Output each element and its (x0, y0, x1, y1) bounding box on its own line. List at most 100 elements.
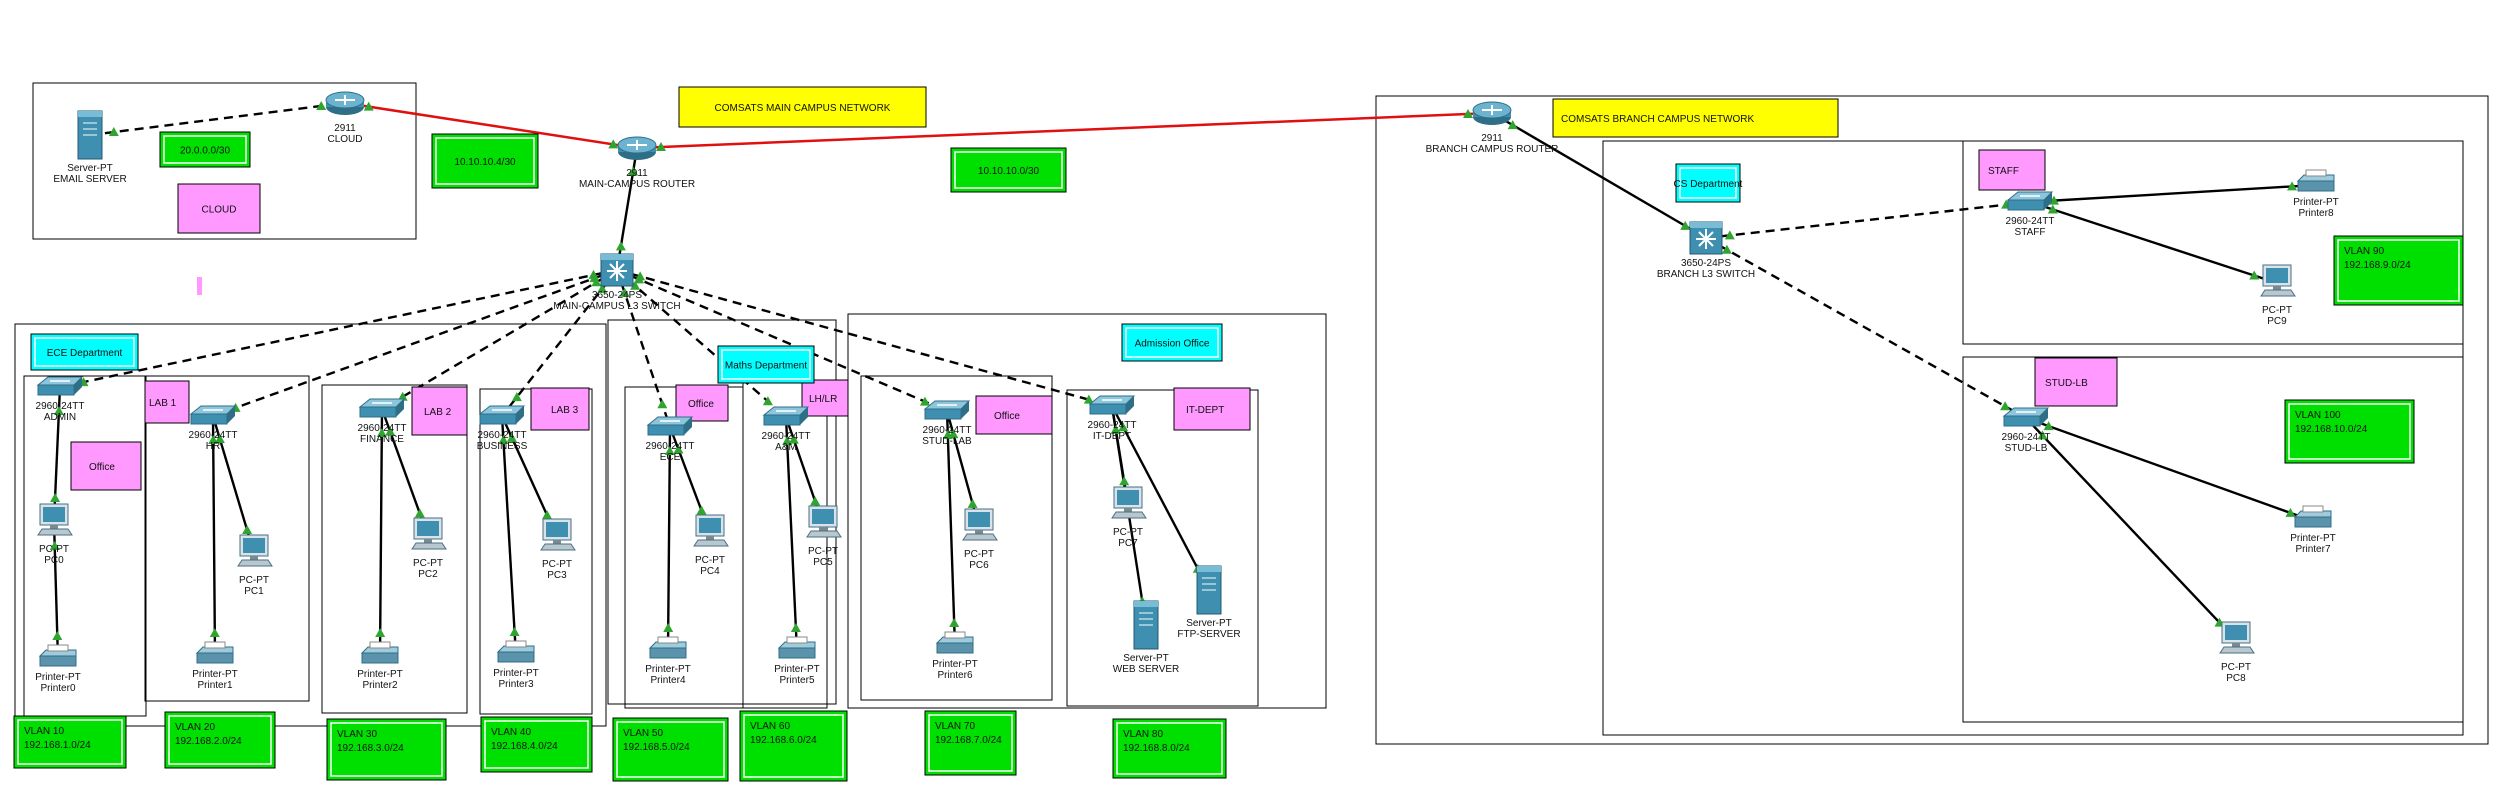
network-note-branch[interactable]: 10.10.10.0/30 (950, 147, 1067, 193)
admission-office-area[interactable] (847, 313, 1327, 709)
link-branch_router-branch_l3[interactable] (1491, 111, 1707, 240)
link-main_l3-sw_admin[interactable] (59, 268, 618, 389)
link-sw_itdept-ftp_server[interactable] (1110, 405, 1211, 591)
branch-campus-title-note[interactable]: COMSATS BRANCH CAMPUS NETWORK (1552, 98, 1839, 138)
maths-department-note[interactable]: Maths Department (717, 345, 815, 384)
studlb-area[interactable] (1962, 356, 2464, 723)
office-note-admin[interactable]: Office (70, 441, 142, 491)
cloud-label-note[interactable]: CLOUD (177, 183, 261, 234)
link-main_router-branch_router[interactable] (636, 111, 1493, 150)
link-sw_studlb-pc8[interactable] (2025, 417, 2237, 641)
branch-campus-area[interactable] (1375, 95, 2489, 745)
itdept-area[interactable] (1066, 389, 1259, 707)
link-main_l3-sw_business[interactable] (501, 269, 618, 417)
link-main_l3-sw_itdept[interactable] (616, 268, 1113, 408)
cs-department-note[interactable]: CS Department (1674, 163, 1743, 203)
link-sw_staff-printer8[interactable] (2029, 183, 2317, 204)
link-sw_finance-printer2[interactable] (378, 408, 384, 658)
itdept-note[interactable]: IT-DEPT (1173, 387, 1251, 431)
studlb-note[interactable]: STUD-LB (2034, 357, 2118, 407)
office-note-studlab[interactable]: Office (975, 395, 1053, 435)
link-branch_l3-sw_staff[interactable] (1705, 200, 2031, 240)
link-sw_business-printer3[interactable] (500, 415, 518, 657)
link-main_router-main_l3[interactable] (615, 147, 639, 271)
lab3-note[interactable]: LAB 3 (530, 387, 590, 431)
link-main_l3-sw_finance[interactable] (381, 268, 618, 411)
link-branch_l3-sw_studlb[interactable] (1705, 236, 2027, 420)
ece-department-note[interactable]: ECE Department (30, 333, 139, 371)
lab1-note[interactable]: LAB 1 (144, 380, 190, 424)
network-note-cloud[interactable]: 20.0.0.0/30 (159, 131, 251, 168)
finance-area[interactable] (321, 384, 468, 714)
ece-department-area[interactable] (14, 323, 607, 727)
staff-note[interactable]: STAFF (1978, 149, 2046, 191)
link-sw_ece-printer4[interactable] (666, 426, 672, 653)
link-main_l3-sw_am[interactable] (616, 269, 787, 418)
link-main_l3-sw_hr[interactable] (212, 268, 618, 418)
link-sw_studlb-printer7[interactable] (2025, 416, 2314, 523)
lab2-note[interactable]: LAB 2 (411, 386, 468, 436)
main-campus-title-note[interactable]: COMSATS MAIN CAMPUS NETWORK (678, 86, 927, 128)
lhlr-note[interactable]: LH/LR (801, 379, 849, 417)
office-note-ece[interactable]: Office (675, 384, 729, 422)
link-main_l3-sw_ece[interactable] (615, 269, 672, 428)
link-sw_am-printer5[interactable] (784, 416, 799, 653)
link-sw_studlab-printer6[interactable] (945, 410, 957, 648)
studlab-area[interactable] (860, 375, 1053, 701)
network-note-main[interactable]: 10.10.10.4/30 (431, 133, 539, 189)
link-sw_hr-printer1[interactable] (211, 415, 217, 658)
link-cloud_router-main_router[interactable] (344, 101, 638, 150)
link-sw_staff-pc9[interactable] (2029, 200, 2278, 285)
hr-area[interactable] (144, 375, 310, 702)
cloud-area[interactable] (32, 82, 417, 240)
link-main_l3-sw_studlab[interactable] (616, 268, 948, 413)
